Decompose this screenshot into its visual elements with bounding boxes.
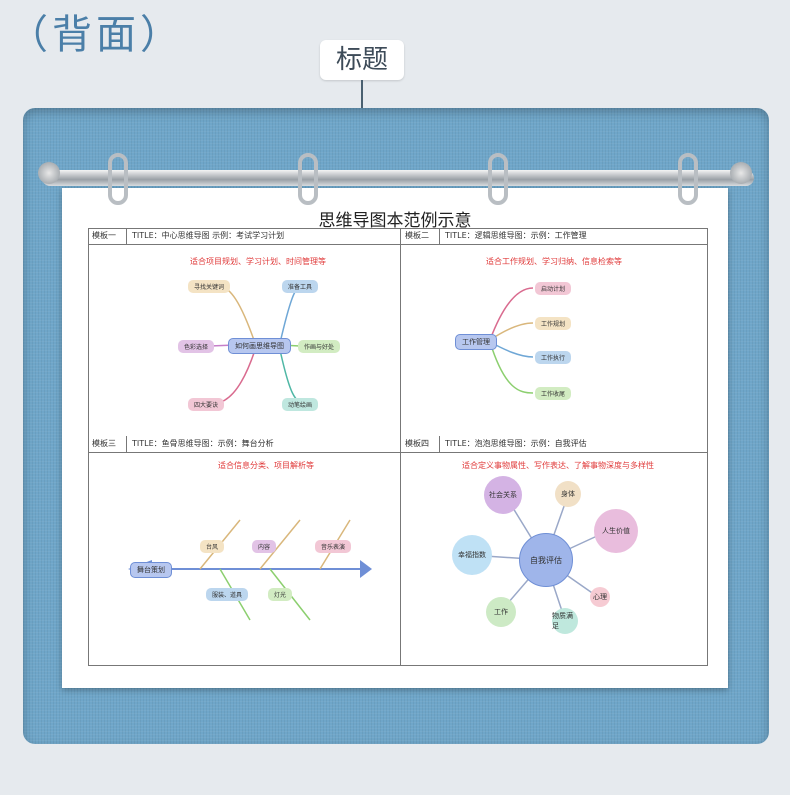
title-callout: 标题 [320,40,404,80]
mindmap-branch-node: 寻找关键词 [188,280,231,293]
fishbone-branch-node: 灯光 [268,588,293,601]
panel-header: 模板三 TITLE：鱼骨思维导图：示例：舞台分析 [88,436,400,453]
bubble-center: 自我评估 [519,533,573,587]
binder-ring [298,153,318,205]
binder-ring [108,153,128,205]
page-header: （背面） [8,12,184,58]
bubble-node: 幸福指数 [452,535,492,575]
panel-subtitle: 适合项目规划、学习计划、时间管理等 [190,257,326,266]
mindmap-branch-node: 动笔绘画 [282,398,319,411]
mindmap-branch-node: 四大要诀 [188,398,225,411]
mindmap-center-node: 如何画思维导图 [228,338,291,354]
panel-label: 模板四 [405,439,429,448]
document-title: 思维导图本范例示意 [318,211,472,231]
fishbone-branch-node: 服装、道具 [206,588,249,601]
panel-title: TITLE：鱼骨思维导图：示例：舞台分析 [132,439,274,448]
binder-rod [42,170,754,186]
rod-end-right [730,162,752,184]
rod-end-left [38,162,60,184]
fishbone-branch-node: 音乐表演 [315,540,352,553]
panel-label: 模板一 [92,231,116,240]
paper-sheet [62,188,728,688]
fishbone-branch-node: 内容 [252,540,277,553]
grid-divider [400,228,401,665]
binder-ring [488,153,508,205]
panel-subtitle: 适合工作规划、学习归纳、信息检索等 [486,257,622,266]
mindmap-branch-node: 工作规划 [535,317,572,330]
panel-header: 模板四 TITLE：泡泡思维导图：示例：自我评估 [401,436,707,453]
bubble-node: 社会关系 [484,476,522,514]
fishbone-branch-node: 台风 [200,540,225,553]
bubble-node: 身体 [555,481,581,507]
bubble-node: 人生价值 [594,509,638,553]
panel-title: TITLE：中心思维导图 示例：考试学习计划 [132,231,285,240]
panel-header: 模板二 TITLE：逻辑思维导图：示例：工作管理 [401,228,707,245]
mindmap-branch-node: 色彩选择 [178,340,215,353]
bubble-node: 物质满足 [552,608,578,634]
fishbone-head-node: 舞台策划 [130,562,172,578]
mindmap-branch-node: 作画与好处 [298,340,341,353]
binder-ring [678,153,698,205]
bubble-node: 心理 [590,587,610,607]
template-grid [88,228,708,666]
mindmap-branch-node: 启动计划 [535,282,572,295]
panel-title: TITLE：逻辑思维导图：示例：工作管理 [445,231,587,240]
mindmap-center-node: 工作管理 [455,334,497,350]
mindmap-branch-node: 准备工具 [282,280,319,293]
panel-label: 模板三 [92,439,116,448]
mindmap-branch-node: 工作收尾 [535,387,572,400]
mindmap-branch-node: 工作执行 [535,351,572,364]
panel-label: 模板二 [405,231,429,240]
panel-subtitle: 适合信息分类、项目解析等 [218,461,314,470]
panel-subtitle: 适合定义事物属性、写作表达、了解事物深度与多样性 [462,461,654,470]
bubble-node: 工作 [486,597,516,627]
panel-header: 模板一 TITLE：中心思维导图 示例：考试学习计划 [88,228,400,245]
panel-title: TITLE：泡泡思维导图：示例：自我评估 [445,439,587,448]
